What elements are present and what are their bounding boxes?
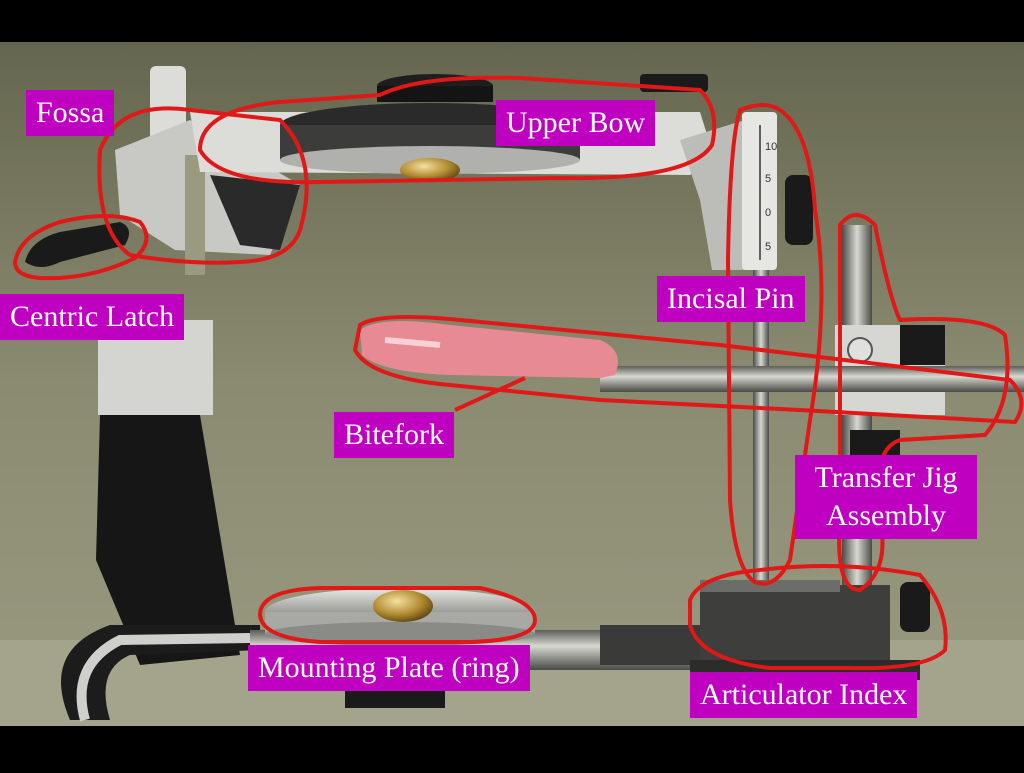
articulator-index-block — [700, 585, 890, 670]
label-bitefork: Bitefork — [334, 412, 454, 458]
outline-incisal-pin — [725, 103, 824, 586]
label-fossa: Fossa — [26, 90, 115, 136]
label-incisal-pin: Incisal Pin — [657, 276, 805, 322]
label-mounting-plate: Mounting Plate (ring) — [248, 645, 530, 691]
bitefork-wax — [360, 321, 618, 378]
base-foot-chrome — [76, 633, 251, 722]
mounting-knob-brass — [373, 590, 433, 622]
outline-upper-bow — [197, 75, 717, 185]
bitefork-rod — [600, 366, 1024, 392]
label-transfer-jig-line1: Transfer Jig — [814, 461, 958, 494]
left-post-black — [96, 415, 240, 665]
outline-centric-latch — [12, 214, 149, 281]
scale-tick-5-top: 5 — [765, 173, 771, 185]
outline-bitefork — [352, 314, 1024, 425]
outline-articulator-index — [688, 564, 948, 671]
label-transfer-jig: Transfer Jig Assembly — [795, 455, 977, 539]
incisal-knob — [785, 175, 813, 245]
label-upper-bow: Upper Bow — [496, 100, 656, 146]
label-centric-latch: Centric Latch — [0, 294, 185, 340]
outline-mounting-plate — [257, 586, 538, 644]
scale-tick-10: 10 — [765, 141, 777, 153]
outline-fossa — [97, 106, 309, 265]
scale-tick-5-bottom: 5 — [765, 241, 771, 253]
label-transfer-jig-line2: Assembly — [826, 499, 946, 532]
label-articulator-index: Articulator Index — [690, 672, 918, 718]
centric-latch-lever — [25, 222, 129, 267]
pointer-bitefork — [454, 376, 526, 412]
index-knob — [900, 582, 930, 632]
threaded-screw — [185, 155, 205, 275]
scale-tick-0: 0 — [765, 207, 771, 219]
